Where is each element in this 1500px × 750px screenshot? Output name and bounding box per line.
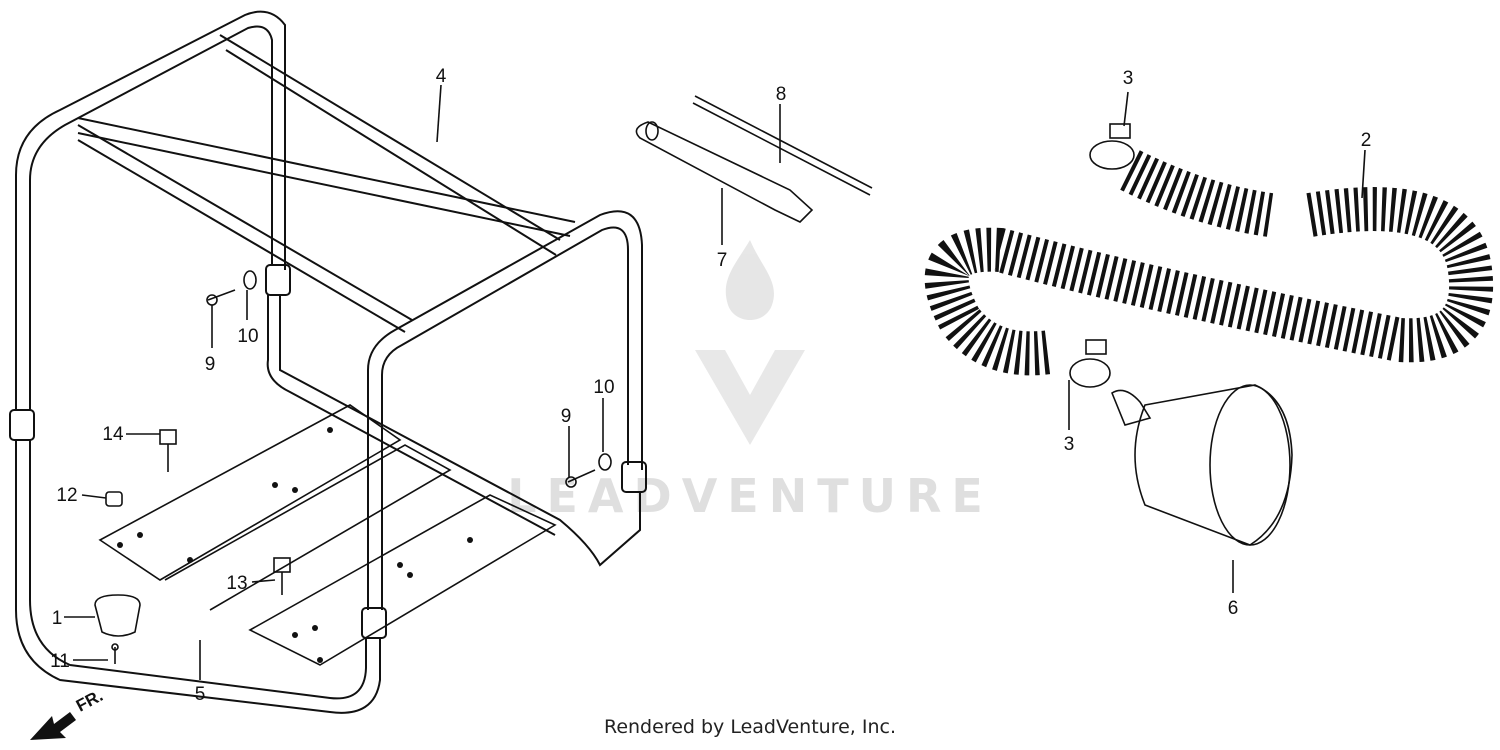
washer-part-10 <box>243 270 257 290</box>
callout-8: 8 <box>776 84 787 105</box>
rod-part-8 <box>692 95 873 196</box>
pipe-frame <box>9 10 647 714</box>
callout-10-right: 10 <box>593 377 614 398</box>
callout-9-left: 9 <box>205 354 216 375</box>
bolt-part-14 <box>159 429 177 472</box>
callout-3-bottom: 3 <box>1064 434 1075 455</box>
frame-joint <box>9 409 35 441</box>
callout-5: 5 <box>195 684 206 705</box>
frame-joint <box>265 264 291 296</box>
callout-2: 2 <box>1361 130 1372 151</box>
screw-part-11 <box>111 643 119 664</box>
callout-7: 7 <box>717 250 728 271</box>
front-arrow-icon <box>30 712 76 740</box>
bolt-part-9 <box>565 469 596 488</box>
frame-joint <box>621 461 647 493</box>
leader-lines <box>64 84 1366 680</box>
callout-9-right: 9 <box>561 406 572 427</box>
footer-credit: Rendered by LeadVenture, Inc. <box>603 716 897 738</box>
callout-6: 6 <box>1228 598 1239 619</box>
direction-label: FR. <box>73 686 106 716</box>
callout-10-left: 10 <box>237 326 258 347</box>
callout-13: 13 <box>226 573 247 594</box>
plug-wrench-part-7 <box>635 121 814 223</box>
frame-joint <box>361 607 387 639</box>
callout-4: 4 <box>436 66 447 87</box>
callout-1: 1 <box>52 608 63 629</box>
callout-14: 14 <box>102 424 124 445</box>
bolt-part-13 <box>273 557 291 595</box>
rubber-foot-part-1 <box>94 594 141 637</box>
callout-11: 11 <box>50 651 70 672</box>
callout-12: 12 <box>56 485 77 506</box>
watermark-text: LEADVENTURE <box>507 469 993 523</box>
nut-part-12 <box>105 491 123 507</box>
suction-hose-part-2 <box>924 150 1494 376</box>
callout-3-top: 3 <box>1123 68 1134 89</box>
hose-clamp-part-3 <box>1069 339 1111 388</box>
callout-labels: 4 8 7 3 2 3 6 9 10 9 10 14 12 13 1 11 5 <box>50 66 1371 705</box>
leadventure-watermark: LEADVENTURE <box>507 240 993 523</box>
hose-clamp-part-3 <box>1089 123 1135 170</box>
bolt-part-9 <box>206 289 236 306</box>
strainer-part-6 <box>1111 384 1293 546</box>
washer-part-10 <box>598 453 612 471</box>
